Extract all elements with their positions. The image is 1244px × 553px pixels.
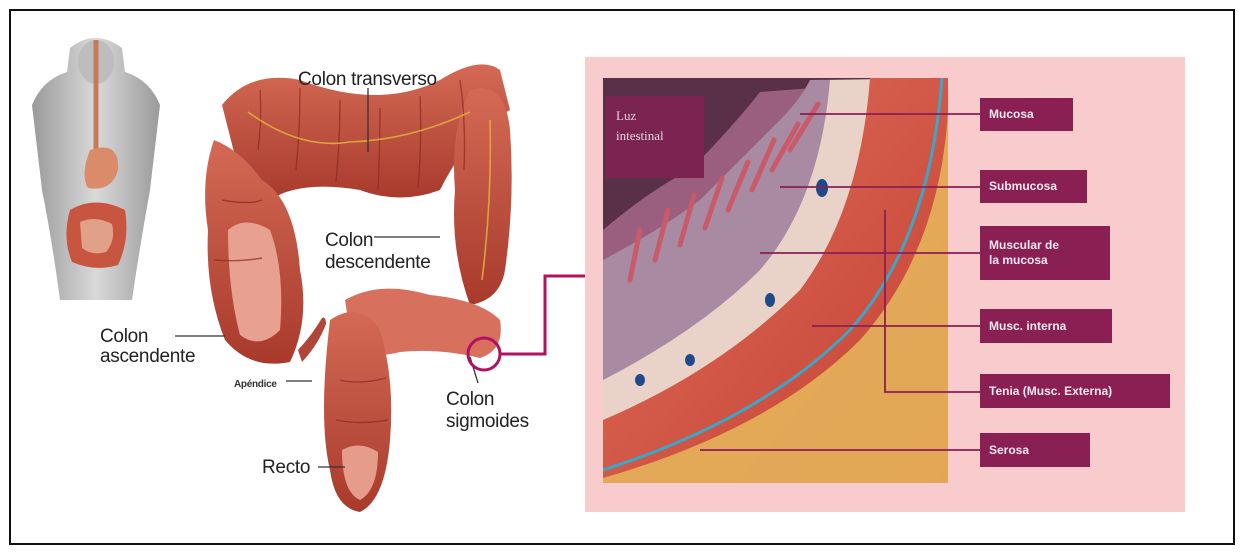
tag-musc-interna: Musc. interna: [980, 309, 1112, 343]
tag-serosa: Serosa: [980, 433, 1090, 467]
tag-tenia: Tenia (Musc. Externa): [980, 374, 1170, 408]
tag-submucosa: Submucosa: [980, 170, 1087, 203]
lumen-label-line1: Luz: [616, 106, 694, 126]
tag-muscular-de-la-mucosa: Muscular de la mucosa: [980, 226, 1110, 280]
lumen-label-line2: intestinal: [616, 126, 694, 146]
tag-mucosa: Mucosa: [980, 98, 1073, 131]
lumen-label: Luz intestinal: [606, 96, 704, 178]
